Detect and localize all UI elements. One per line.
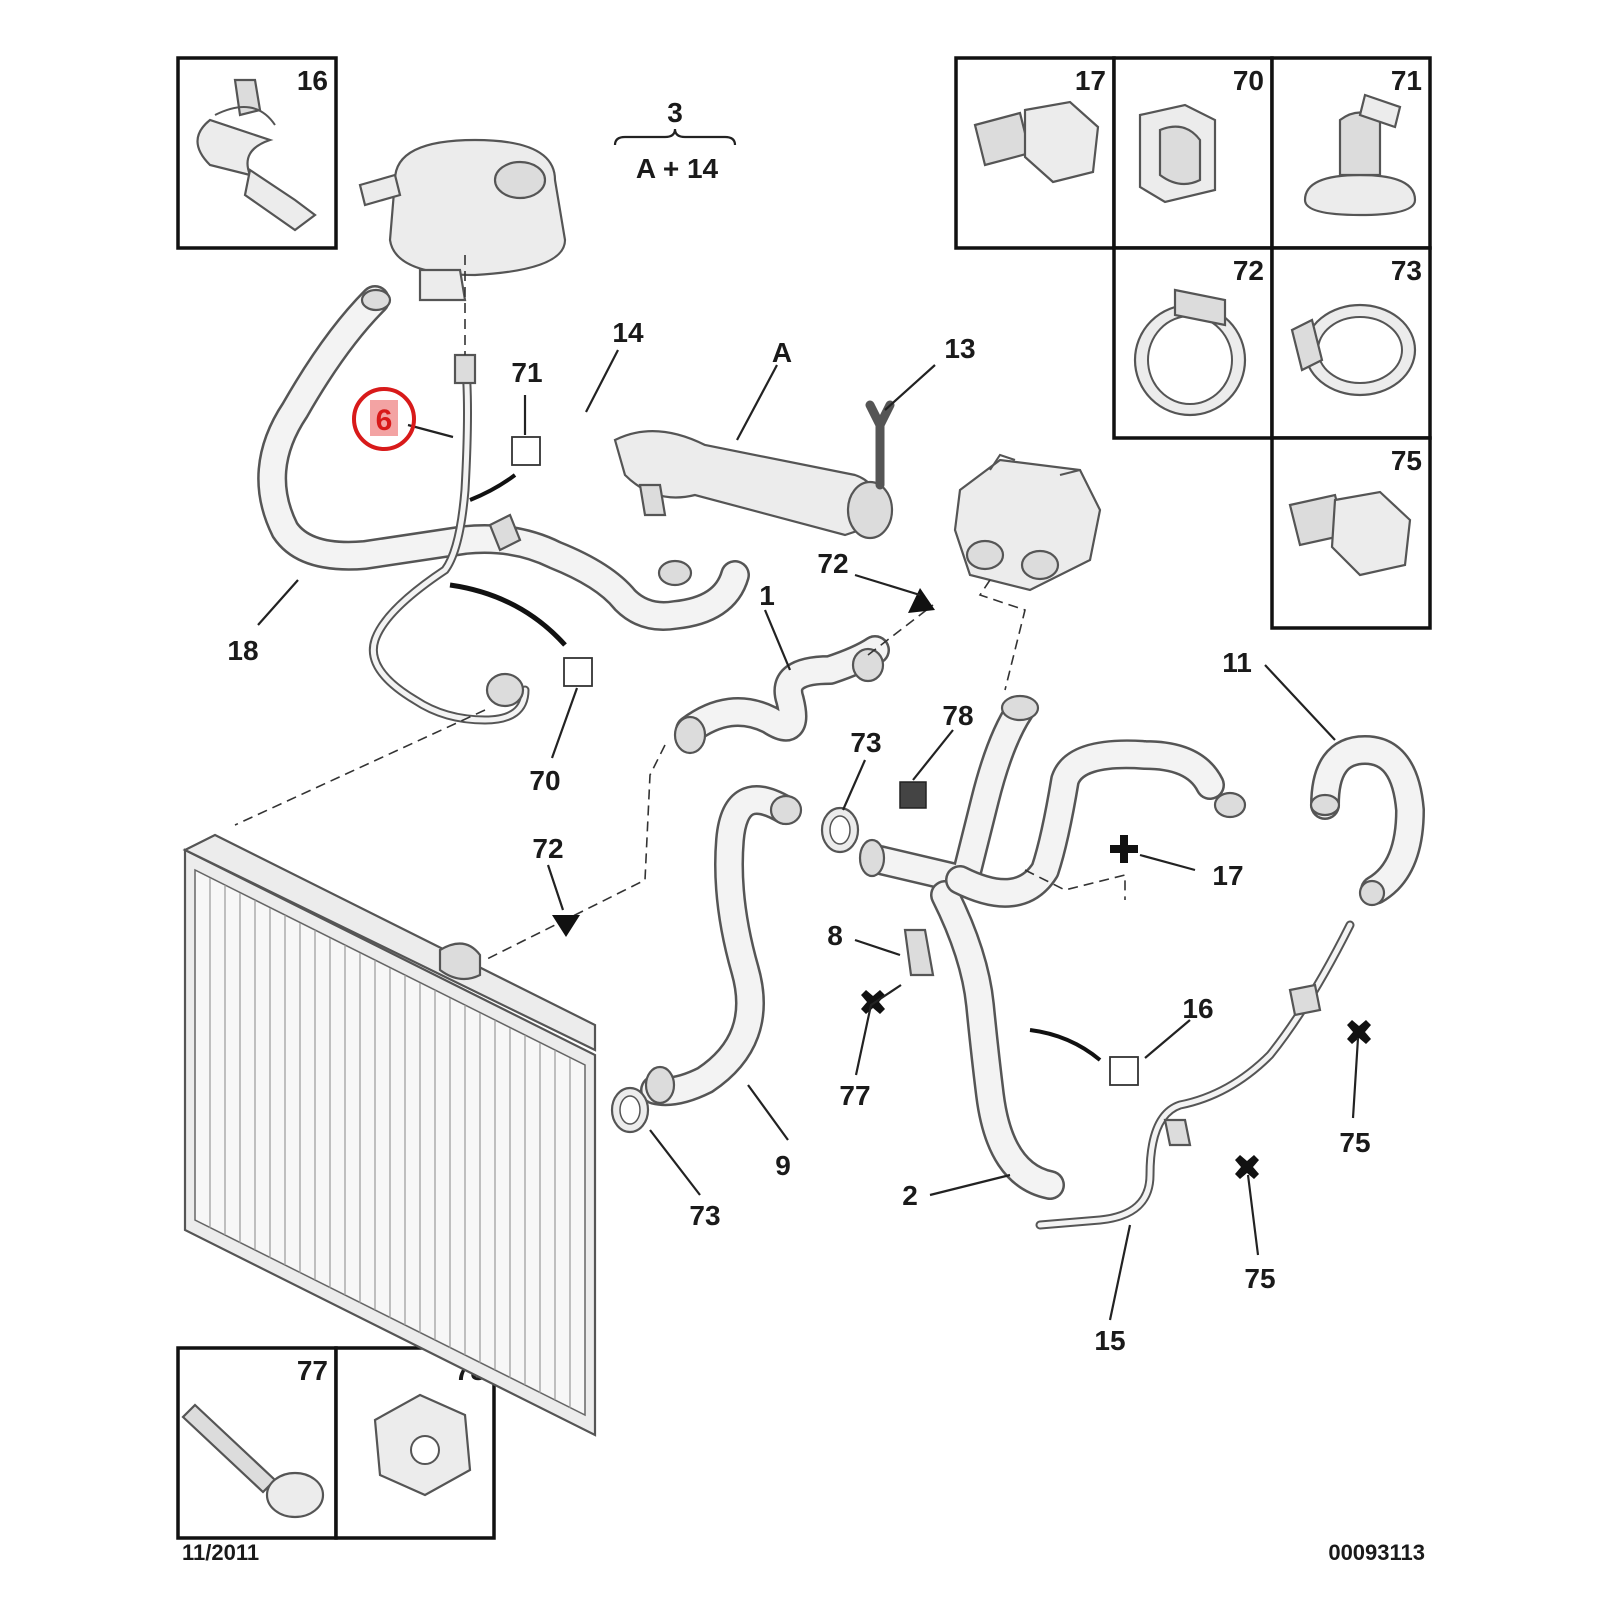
bleed-tube-13 (865, 400, 895, 490)
marker-16-square (1109, 1056, 1139, 1086)
callout-A: A (772, 337, 792, 368)
hose-18 (257, 285, 750, 631)
marker-17-plus (1110, 835, 1138, 863)
hose-2 (858, 694, 1247, 1200)
callout-16: 16 (1182, 993, 1213, 1024)
bolt-17-icon (973, 100, 1100, 184)
marker-71-square (511, 436, 541, 466)
callout-14: 14 (612, 317, 644, 348)
clip-71-icon (1303, 93, 1417, 217)
hose-1 (673, 635, 890, 755)
inset-label-71: 71 (1391, 65, 1422, 96)
inset-label-72: 72 (1233, 255, 1264, 286)
callout-78: 78 (942, 700, 973, 731)
bolt-75-icon (1288, 490, 1412, 577)
inset-label-16: 16 (297, 65, 328, 96)
inset-box-78: 78 (334, 1346, 496, 1540)
hose-9 (640, 785, 803, 1107)
inset-box-17: 17 (954, 56, 1116, 250)
marker-75-cross-upper (1347, 1020, 1371, 1044)
radiator (182, 833, 597, 1437)
assembly-heading: 3 A + 14 (613, 97, 737, 184)
spring-clamp-73-icon (1290, 303, 1417, 397)
callout-72-upper: 72 (817, 548, 848, 579)
curved-arrows (449, 473, 1102, 1062)
callout-17: 17 (1212, 860, 1243, 891)
inset-label-70: 70 (1233, 65, 1264, 96)
callout-18: 18 (227, 635, 258, 666)
inset-box-16: 16 (176, 56, 338, 250)
marker-78-square (899, 781, 927, 809)
inset-label-75: 75 (1391, 445, 1422, 476)
callout-72-lower: 72 (532, 833, 563, 864)
callout-15: 15 (1094, 1325, 1125, 1356)
marker-70-square (563, 657, 593, 687)
inset-box-75: 75 (1270, 436, 1432, 630)
expansion-tank (358, 138, 567, 302)
marker-72-triangle-upper (908, 588, 935, 613)
thermostat-housing (953, 453, 1102, 592)
markers (511, 436, 1371, 1179)
marker-75-cross-lower (1235, 1155, 1259, 1179)
callout-1: 1 (759, 580, 775, 611)
bracket-8 (903, 928, 935, 977)
callout-11: 11 (1222, 647, 1252, 678)
inset-label-77: 77 (297, 1355, 328, 1386)
screw-77-icon (181, 1403, 325, 1519)
heading-formula: A + 14 (636, 153, 719, 184)
clip-70-icon (1138, 103, 1217, 204)
inset-box-77: 77 (176, 1346, 338, 1540)
hose-clamp-72-icon (1133, 288, 1247, 417)
footer-date: 11/2011 (182, 1540, 259, 1565)
callout-75-lower: 75 (1244, 1263, 1275, 1294)
callout-8: 8 (827, 920, 843, 951)
callout-75-upper: 75 (1339, 1127, 1370, 1158)
level-sensor-pipe-6 (368, 353, 530, 725)
radiator-fins (209, 878, 571, 1408)
inset-label-73: 73 (1391, 255, 1422, 286)
clip-16-icon (196, 78, 317, 232)
callout-73-lower: 73 (689, 1200, 720, 1231)
callout-70: 70 (529, 765, 560, 796)
callout-6: 6 (376, 404, 393, 437)
clamp-73-upper (820, 806, 860, 854)
inset-label-17: 17 (1075, 65, 1106, 96)
clamp-73-lower (610, 1086, 650, 1134)
water-outlet-pipe-A (613, 430, 894, 540)
callout-labels: 6 71 14 A 13 18 72 1 70 73 78 72 17 11 8… (227, 317, 1370, 1356)
callout-2: 2 (902, 1180, 918, 1211)
callout-73-upper: 73 (850, 727, 881, 758)
highlighted-callout-6 (352, 387, 416, 451)
leader-lines (257, 349, 1360, 1321)
pipe-15 (1035, 920, 1355, 1230)
callout-77: 77 (839, 1080, 870, 1111)
marker-72-triangle-lower (552, 915, 580, 937)
inset-box-70: 70 (1112, 56, 1274, 250)
marker-77-cross (861, 990, 885, 1014)
hose-11 (1309, 735, 1425, 907)
nut-78-icon (373, 1393, 472, 1497)
callout-9: 9 (775, 1150, 791, 1181)
inset-box-72: 72 (1112, 246, 1274, 440)
inset-box-73: 73 (1270, 246, 1432, 440)
callout-71: 71 (511, 357, 542, 388)
inset-box-71: 71 (1270, 56, 1432, 250)
callout-13: 13 (944, 333, 975, 364)
footer-reference: 00093113 (1328, 1540, 1425, 1565)
heading-number: 3 (667, 97, 683, 128)
